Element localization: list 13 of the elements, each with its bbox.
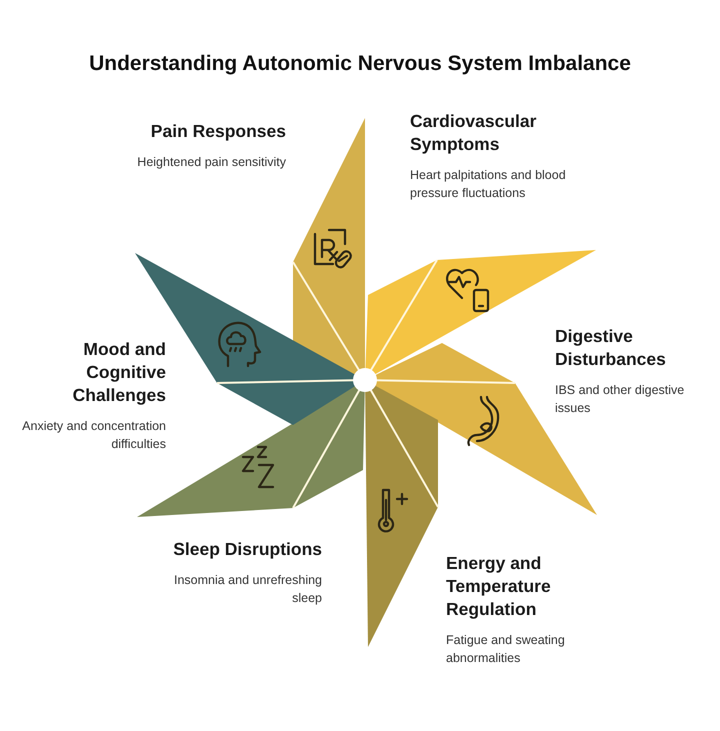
description-text: Fatigue and sweating abnormalities [446,632,566,667]
diagram-title: Understanding Autonomic Nervous System Imbalance [88,52,632,76]
heading-text: Digestive Disturbances [555,325,667,371]
heading-text: Pain Responses [150,120,286,143]
heading-text: Energy and Temperature Regulation [446,552,552,621]
description-text: Insomnia and unrefreshing sleep [172,572,322,607]
description-text: Heightened pain sensitivity [136,154,286,171]
description-text: Heart palpitations and blood pressure fluctuations [410,167,567,202]
description-text: IBS and other digestive issues [555,382,686,417]
heading-text: Cardiovascular Symptoms [410,110,538,156]
description-text: Anxiety and concentration difficulties [21,418,166,453]
heading-text: Mood and Cognitive Challenges [72,338,166,407]
heading-text: Sleep Disruptions [172,538,322,561]
